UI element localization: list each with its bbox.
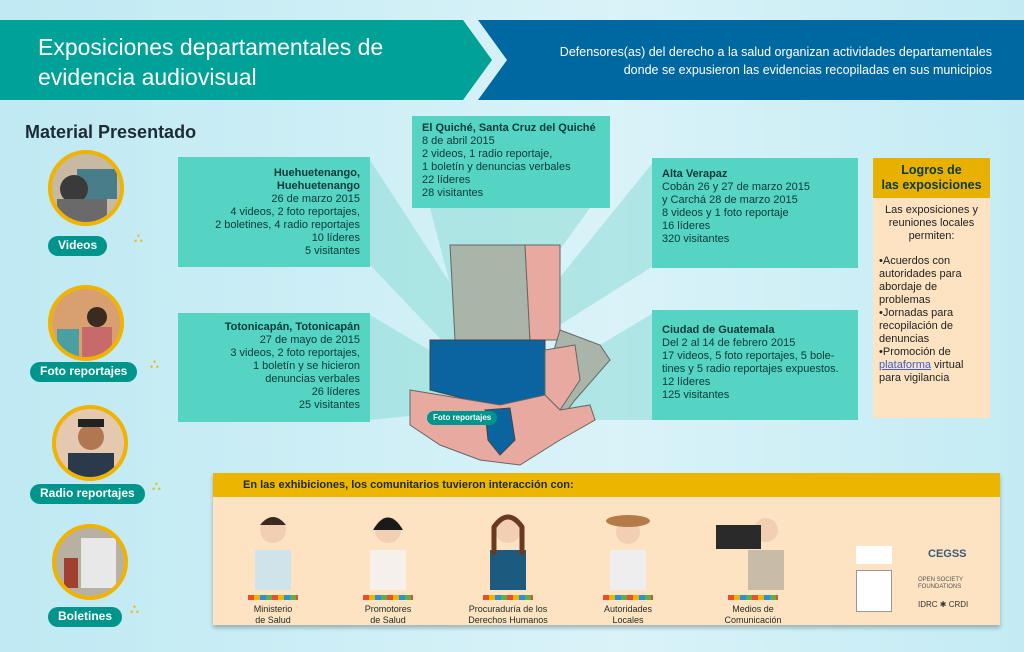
subtitle-line: Defensores(as) del derecho a la salud or… (559, 45, 992, 59)
doctor-icon (255, 517, 291, 590)
bulletin-photo-icon (52, 524, 128, 600)
event-line: 2 boletines, 4 radio reportajes (215, 219, 360, 231)
bullet-text: virtual para vigilancia (879, 359, 964, 384)
person-label: Medios de (732, 604, 774, 614)
interaction-title: En las exhibiciones, los comunitarios tu… (213, 473, 1000, 497)
person-label: Locales (612, 615, 644, 625)
event-line: tines y 5 radio reportajes expuestos. (662, 363, 839, 375)
event-line: 10 líderes (311, 232, 360, 244)
event-place: Ciudad de Guatemala (662, 324, 775, 336)
plataforma-link[interactable]: plataforma (879, 359, 931, 371)
person-label: Ministerio (253, 604, 293, 614)
dots-icon: ∴ (150, 356, 159, 372)
event-line: 125 visitantes (662, 389, 730, 401)
event-line: 1 boletín y denuncias verbales (422, 161, 571, 173)
subtitle-line: donde se expusieron las evidencias recop… (623, 63, 992, 77)
header-subtitle-banner: Defensores(as) del derecho a la salud or… (478, 20, 1024, 100)
event-line: Cobán 26 y 27 de marzo 2015 (662, 181, 810, 193)
title-line: evidencia audiovisual (38, 64, 257, 90)
event-line: 16 líderes (662, 220, 711, 232)
dots-icon: ∴ (152, 478, 161, 494)
logros-bullet: •Acuerdos con autoridades para abordaje … (879, 255, 962, 306)
partner-logo-icon (856, 546, 892, 564)
logros-bullet: •Promoción de plataforma virtual para vi… (879, 346, 984, 385)
event-place: Totonicapán, Totonicapán (224, 321, 360, 333)
event-line: 26 líderes (311, 386, 360, 398)
event-line: 27 de mayo de 2015 (259, 334, 360, 346)
pdh-icon (490, 514, 526, 590)
person-label: Procuraduría de los (468, 604, 548, 614)
camera-operator-icon (716, 518, 784, 590)
event-line: 3 videos, 2 foto reportajes, (230, 347, 360, 359)
person-label: Comunicación (724, 615, 782, 625)
event-line: 25 visitantes (298, 399, 360, 411)
map-badge: Foto reportajes (427, 411, 498, 425)
person-label: Derechos Humanos (468, 615, 548, 625)
cegss-logo: CEGSS (928, 548, 967, 560)
videos-label: Videos (48, 236, 108, 256)
material-title: Material Presentado (25, 122, 197, 142)
person-label: de Salud (255, 615, 291, 625)
logros-title-line: Logros de (901, 163, 962, 177)
event-line: 26 de marzo 2015 (271, 193, 360, 205)
dots-icon: ∴ (130, 601, 139, 617)
event-line: 28 visitantes (422, 187, 484, 199)
promoter-icon (370, 517, 406, 590)
event-line: 8 de abril 2015 (422, 135, 495, 147)
event-line: 5 visitantes (304, 245, 360, 257)
bullet-text: •Promoción de (879, 346, 951, 358)
event-line: 4 videos, 2 foto reportajes, (230, 206, 360, 218)
person-label: de Salud (370, 615, 406, 625)
event-line: 22 líderes (422, 174, 471, 186)
person-label: Autoridades (603, 604, 653, 614)
event-line: 17 videos, 5 foto reportajes, 5 bole- (662, 350, 835, 362)
event-line: Del 2 al 14 de febrero 2015 (662, 337, 796, 349)
title-line: Exposiciones departamentales de (38, 34, 384, 60)
logros-bullet: •Jornadas para recopilación de denuncias (879, 307, 954, 345)
event-place: El Quiché, Santa Cruz del Quiché (422, 122, 596, 134)
event-line: 12 líderes (662, 376, 711, 388)
header-title-banner: Exposiciones departamentales de evidencia… (0, 20, 492, 100)
logros-intro: Las exposiciones y reuniones locales per… (885, 204, 978, 242)
event-place: Huehuetenango, Huehuetenango (273, 167, 360, 192)
boletines-label: Boletines (48, 607, 123, 627)
event-line: denuncias verbales (265, 373, 360, 385)
event-line: 2 videos, 1 radio reportaje, (422, 148, 553, 160)
dots-icon: ∴ (134, 230, 143, 246)
photo-report-photo-icon (48, 285, 124, 361)
event-line: 1 boletín y se hicieron (252, 360, 360, 372)
event-place: Alta Verapaz (662, 168, 728, 180)
osf-logo: OPEN SOCIETY FOUNDATIONS (918, 577, 963, 590)
video-photo-icon (48, 150, 124, 226)
community-logo-icon (856, 570, 892, 612)
radio-photo-icon (52, 405, 128, 481)
idrc-logo: IDRC ✱ CRDI (918, 600, 969, 609)
authority-icon (606, 515, 650, 590)
foto-reportajes-label: Foto reportajes (30, 362, 138, 382)
radio-reportajes-label: Radio reportajes (30, 484, 145, 504)
event-line: 8 videos y 1 foto reportaje (662, 207, 789, 219)
event-line: 320 visitantes (662, 233, 730, 245)
person-label: Promotores (364, 604, 412, 614)
logros-title-line: las exposiciones (881, 178, 982, 192)
event-line: y Carchá 28 de marzo 2015 (662, 194, 798, 206)
